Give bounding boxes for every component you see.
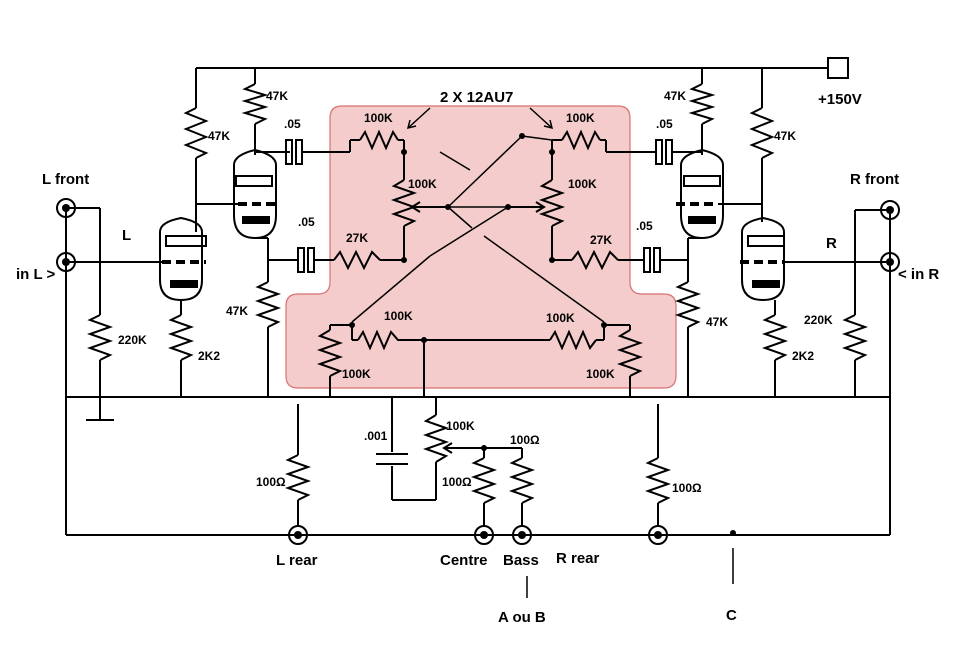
- label-channel-l: L: [122, 227, 131, 244]
- pot-xfeed-left: [390, 179, 418, 227]
- value-pot-xfeed-right: 100K: [568, 177, 597, 191]
- label-in-r: < in R: [898, 266, 939, 283]
- pot-xfeed-right: [538, 179, 566, 227]
- resistor-left-2k2: [167, 314, 195, 361]
- resistor-left-cathode: [254, 281, 282, 328]
- resistor-xfeed-right-ground: [616, 329, 644, 377]
- tube-left-upper: [233, 148, 280, 240]
- crossfeed-network: [316, 107, 650, 397]
- label-l-front: L front: [42, 171, 89, 188]
- jack-in-l[interactable]: [56, 252, 76, 272]
- value-r-xfeed-top-right: 100K: [566, 111, 595, 125]
- right-channel: [640, 68, 900, 397]
- label-channel-r: R: [826, 235, 837, 252]
- jack-r-rear[interactable]: [648, 525, 668, 545]
- resistor-right-plate: [688, 83, 716, 125]
- capacitor-left-bottom: [268, 247, 334, 273]
- tube-right-lower: [740, 216, 785, 302]
- resistor-centre: [470, 457, 498, 504]
- supply-label: +150V: [818, 91, 862, 108]
- resistor-xfeed-27k-left: [333, 249, 381, 271]
- value-r-27k-left: 27K: [346, 231, 368, 245]
- value-r-27k-right: 27K: [590, 233, 612, 247]
- value-r-xfeed-left-ground: 100K: [342, 367, 371, 381]
- label-centre: Centre: [440, 552, 488, 569]
- label-r-front: R front: [850, 171, 899, 188]
- value-c-right-top: .05: [656, 117, 673, 131]
- value-r-left-anode: 47K: [208, 129, 230, 143]
- value-r-bass: 100Ω: [510, 433, 540, 447]
- value-r-right-2k2: 2K2: [792, 349, 814, 363]
- resistor-right-220k: [841, 314, 869, 361]
- title-label: 2 X 12AU7: [440, 89, 513, 106]
- jack-l-front[interactable]: [56, 198, 76, 218]
- resistor-left-220k: [86, 314, 114, 361]
- value-r-r-rear: 100Ω: [672, 481, 702, 495]
- jack-r-front[interactable]: [880, 200, 900, 220]
- label-l-rear: L rear: [276, 552, 318, 569]
- value-pot-xfeed-left: 100K: [408, 177, 437, 191]
- value-r-left-2k2: 2K2: [198, 349, 220, 363]
- value-r-right-plate: 47K: [664, 89, 686, 103]
- value-r-right-anode: 47K: [774, 129, 796, 143]
- resistor-r-rear: [644, 457, 672, 504]
- capacitor-right-bottom: [640, 247, 688, 273]
- resistor-left-plate: [241, 83, 269, 125]
- resistor-xfeed-bottom-right: [549, 329, 597, 351]
- resistor-xfeed-top-right: [561, 129, 601, 151]
- value-r-l-rear: 100Ω: [256, 475, 286, 489]
- label-point-c: C: [726, 607, 737, 624]
- pot-centre: [422, 414, 450, 463]
- resistor-xfeed-top-left: [359, 129, 399, 151]
- resistor-bass: [508, 457, 536, 504]
- labels: 2 X 12AU7 L front in L > L R front < in …: [16, 89, 939, 626]
- jack-l-rear[interactable]: [288, 525, 308, 545]
- label-point-ab: A ou B: [498, 609, 546, 626]
- value-r-xfeed-right-ground: 100K: [586, 367, 615, 381]
- tube-left-lower: [159, 216, 207, 302]
- resistor-right-anode: [749, 107, 775, 159]
- rear-output-section: [284, 397, 736, 598]
- resistor-left-anode: [183, 107, 209, 159]
- resistor-xfeed-bottom-left: [357, 329, 404, 351]
- value-pot-centre: 100K: [446, 419, 475, 433]
- label-in-l: in L >: [16, 266, 56, 283]
- crossfeed-highlight-region: [285, 105, 677, 389]
- value-r-centre: 100Ω: [442, 475, 472, 489]
- value-r-right-220k: 220K: [804, 313, 833, 327]
- label-bass: Bass: [503, 552, 539, 569]
- value-c-left-top: .05: [284, 117, 301, 131]
- label-r-rear: R rear: [556, 550, 600, 567]
- supply-rail: [196, 57, 849, 79]
- tube-right-upper: [676, 148, 724, 240]
- resistor-right-cathode: [674, 281, 702, 328]
- supply-terminal: [827, 57, 849, 79]
- value-r-xfeed-bottom-left: 100K: [384, 309, 413, 323]
- left-channel: [56, 68, 350, 397]
- value-r-left-220k: 220K: [118, 333, 147, 347]
- value-r-left-cathode: 47K: [226, 304, 248, 318]
- resistor-xfeed-left-ground: [316, 329, 344, 377]
- value-c-centre: .001: [364, 429, 388, 443]
- jack-in-r[interactable]: [880, 252, 900, 272]
- resistor-right-2k2: [761, 314, 789, 361]
- value-c-right-bottom: .05: [636, 219, 653, 233]
- capacitor-centre: [376, 453, 408, 465]
- value-r-left-plate: 47K: [266, 89, 288, 103]
- jack-centre[interactable]: [474, 525, 494, 545]
- capacitor-right-top: [650, 139, 680, 165]
- value-r-xfeed-top-left: 100K: [364, 111, 393, 125]
- resistor-l-rear: [284, 454, 312, 501]
- value-r-right-cathode: 47K: [706, 315, 728, 329]
- capacitor-left-top: [285, 139, 350, 165]
- jack-bass[interactable]: [512, 525, 532, 545]
- resistor-xfeed-27k-right: [571, 249, 619, 271]
- value-r-xfeed-bottom-right: 100K: [546, 311, 575, 325]
- value-c-left-bottom: .05: [298, 215, 315, 229]
